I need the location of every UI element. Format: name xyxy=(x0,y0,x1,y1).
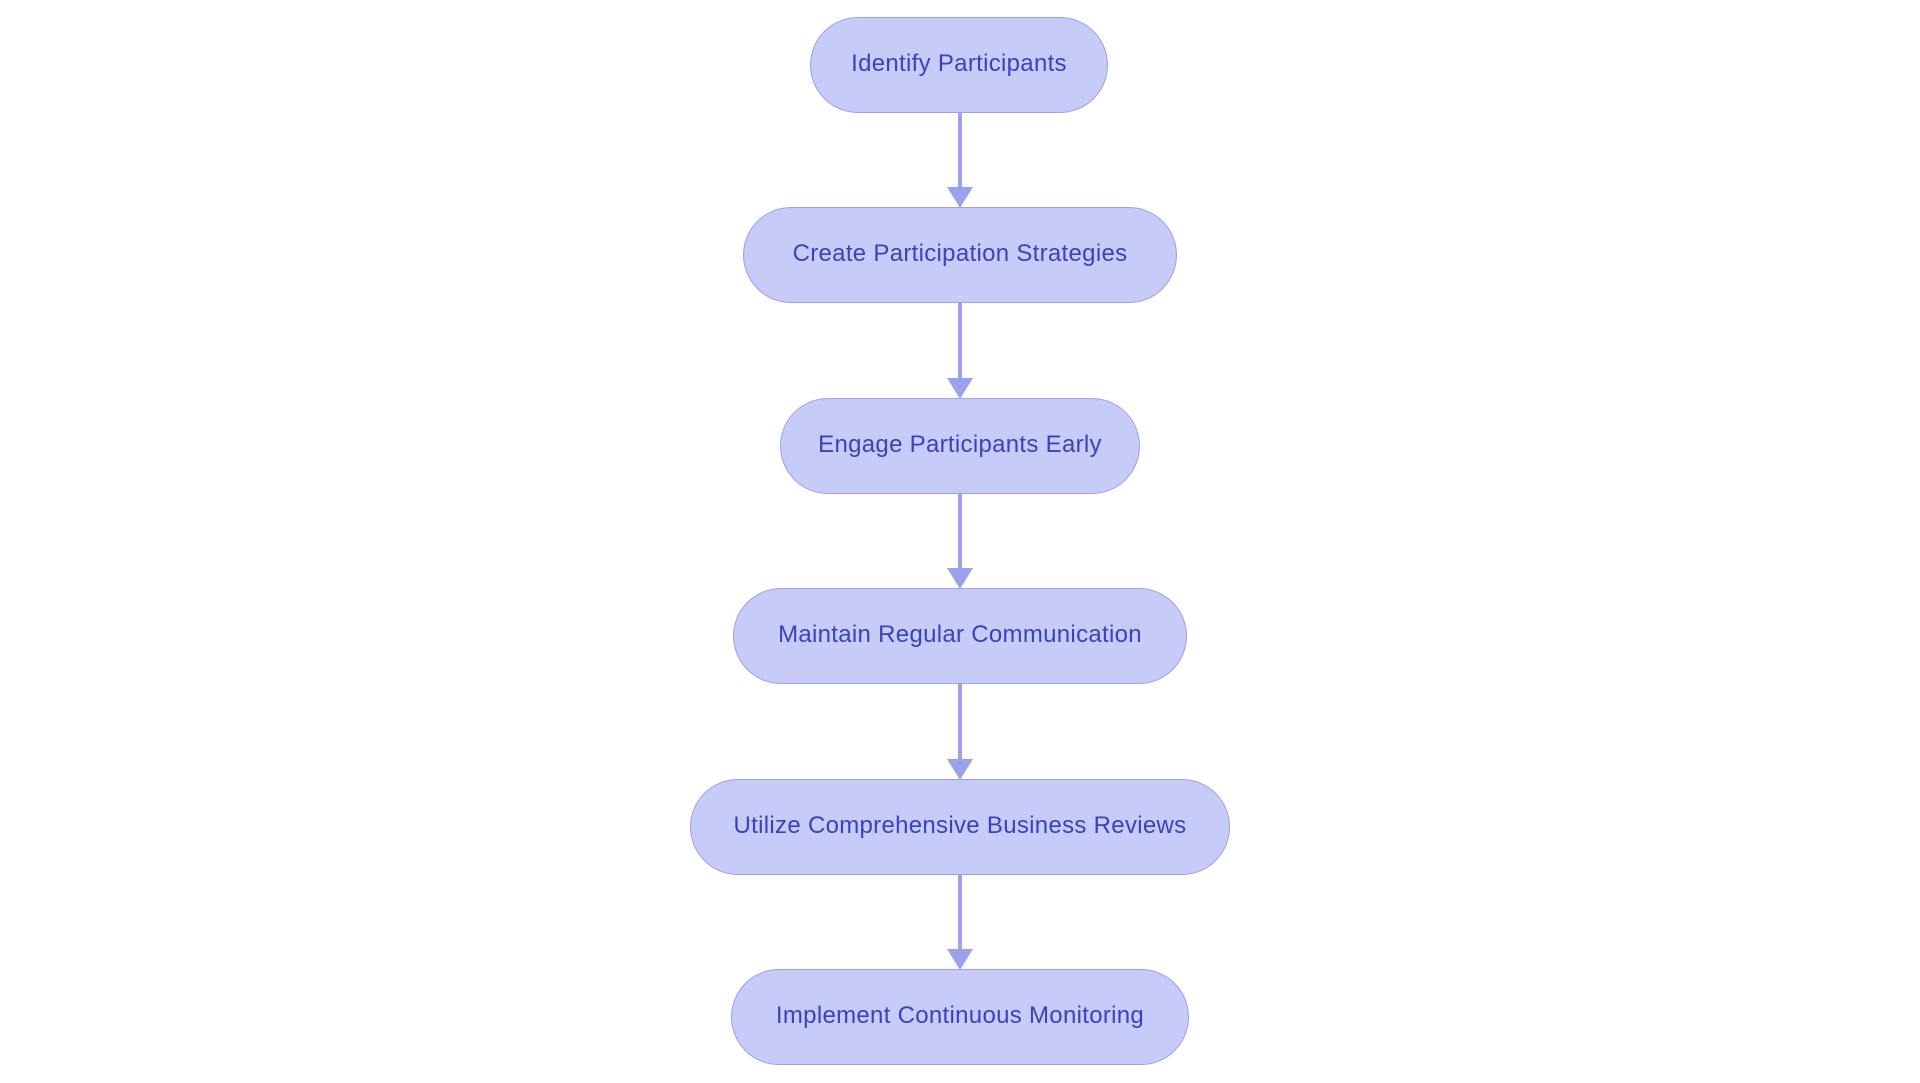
arrow-line xyxy=(958,113,962,196)
flow-node-label: Identify Participants xyxy=(851,50,1067,77)
arrow-line xyxy=(958,494,962,577)
flow-arrow xyxy=(947,684,973,780)
arrow-down-icon xyxy=(947,187,973,208)
flow-node-utilize-comprehensive-business-reviews: Utilize Comprehensive Business Reviews xyxy=(690,779,1230,875)
flow-node-label: Create Participation Strategies xyxy=(792,240,1128,267)
arrow-down-icon xyxy=(947,568,973,589)
arrow-line xyxy=(958,684,962,768)
arrow-line xyxy=(958,875,962,958)
flow-arrow xyxy=(947,113,973,208)
flow-node-maintain-regular-communication: Maintain Regular Communication xyxy=(733,588,1187,684)
flow-node-label: Maintain Regular Communication xyxy=(778,621,1142,648)
flow-node-engage-participants-early: Engage Participants Early xyxy=(780,398,1140,494)
flow-node-identify-participants: Identify Participants xyxy=(810,17,1108,113)
flow-arrow xyxy=(947,303,973,399)
arrow-down-icon xyxy=(947,378,973,399)
arrow-down-icon xyxy=(947,759,973,780)
flow-node-label: Engage Participants Early xyxy=(818,431,1102,458)
flow-node-label: Utilize Comprehensive Business Reviews xyxy=(733,812,1187,839)
arrow-line xyxy=(958,303,962,387)
flow-node-label: Implement Continuous Monitoring xyxy=(775,1002,1145,1029)
arrow-down-icon xyxy=(947,949,973,970)
flow-arrow xyxy=(947,875,973,970)
flow-arrow xyxy=(947,494,973,589)
flow-node-implement-continuous-monitoring: Implement Continuous Monitoring xyxy=(731,969,1189,1065)
flow-node-create-participation-strategies: Create Participation Strategies xyxy=(743,207,1177,303)
